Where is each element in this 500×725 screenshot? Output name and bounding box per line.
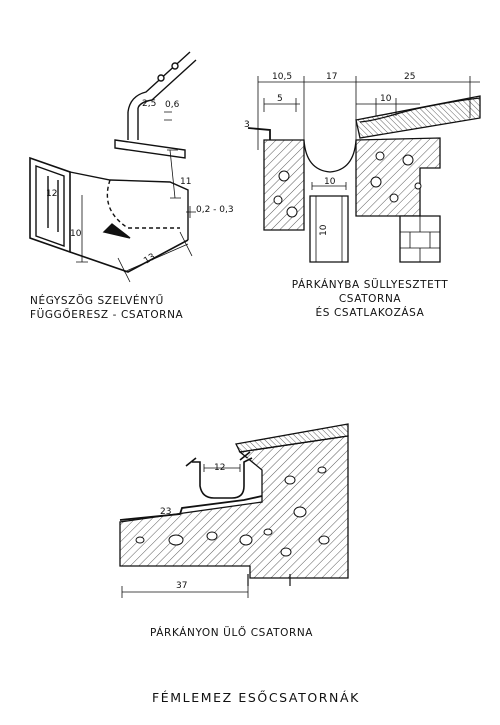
cornice-gutter-dimensions: 12 23 37: [160, 463, 225, 591]
sunken-gutter-dimensions: 10,5 17 25 5 10 3 10 10: [244, 72, 415, 236]
cornice-gutter-caption: PÁRKÁNYON ÜLŐ CSATORNA: [150, 627, 314, 639]
dim-label: 37: [176, 581, 187, 591]
dim-label: 17: [326, 72, 337, 82]
dim-label: 13: [142, 252, 157, 267]
dim-label: 0,2 - 0,3: [196, 205, 234, 215]
page-title: FÉMLEMEZ ESŐCSATORNÁK: [152, 690, 360, 705]
caption-line: FÜGGŐERESZ - CSATORNA: [30, 309, 184, 322]
dim-label: 10: [319, 224, 329, 236]
cornice-gutter-drawing: [119, 423, 349, 598]
box-gutter-dimensions: 2,5 0,6 11 0,2 - 0,3 13 12 10: [46, 99, 234, 267]
dim-label: 10,5: [272, 72, 292, 82]
dim-label: 12: [46, 189, 57, 199]
dim-label: 25: [404, 72, 415, 82]
dim-label: 3: [244, 120, 250, 130]
dim-label: 10: [70, 229, 82, 239]
caption-line: NÉGYSZÖG SZELVÉNYŰ: [30, 295, 164, 307]
dim-label: 12: [214, 463, 225, 473]
dim-label: 10: [324, 177, 336, 187]
sunken-gutter-caption: PÁRKÁNYBA SÜLLYESZTETT CSATORNA ÉS CSATL…: [270, 278, 470, 321]
box-gutter-drawing: [29, 51, 197, 283]
dim-label: 10: [380, 94, 392, 104]
dim-label: 0,6: [165, 100, 180, 110]
dim-label: 5: [277, 94, 283, 104]
box-gutter-caption: NÉGYSZÖG SZELVÉNYŰ FÜGGŐERESZ - CSATORNA: [30, 294, 183, 322]
caption-line: ÉS CSATLAKOZÁSA: [315, 307, 425, 320]
dim-label: 2,5: [142, 99, 156, 109]
dim-label: 11: [180, 177, 191, 187]
sunken-gutter-drawing: [247, 76, 481, 263]
caption-line: PÁRKÁNYBA SÜLLYESZTETT CSATORNA: [291, 279, 449, 306]
dim-label: 23: [160, 507, 171, 517]
